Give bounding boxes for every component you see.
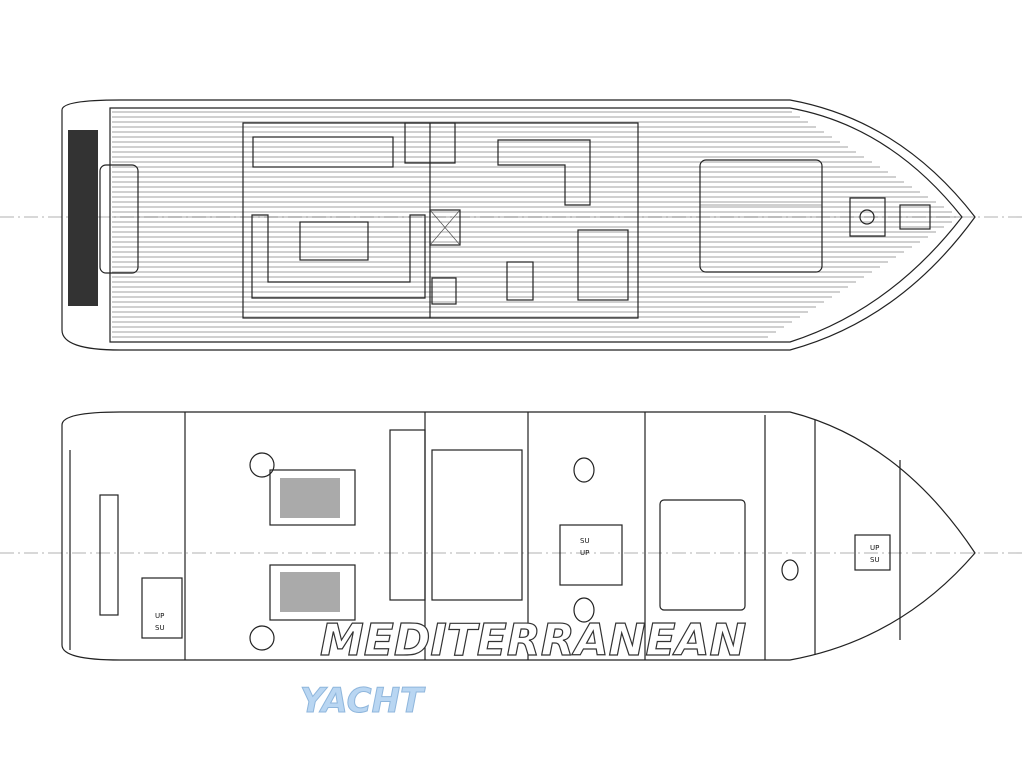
lower-deck-plan: UP SU SU UP UP SU xyxy=(61,411,976,661)
forward-stairs xyxy=(854,534,891,571)
upper-deck-edge xyxy=(109,107,963,343)
stern-grille xyxy=(68,130,98,306)
stair-label-up-1: UP xyxy=(155,612,164,620)
generator-starboard xyxy=(249,625,275,651)
upper-hull-outline xyxy=(61,99,976,351)
stair-label-su-2: SU xyxy=(580,537,590,545)
companion-stairs xyxy=(559,524,623,586)
cabinet xyxy=(429,209,461,246)
salon-table xyxy=(299,221,369,261)
toilet-starboard xyxy=(573,597,595,623)
stairs-down xyxy=(577,229,629,301)
watermark-logo: MEDITERRANEAN YACHT xyxy=(300,614,747,721)
toilet-port xyxy=(573,457,595,483)
stair-label-su-1: SU xyxy=(155,624,165,632)
watermark-line1: MEDITERRANEAN xyxy=(320,615,746,666)
stair-label-su-3: SU xyxy=(870,556,880,564)
stair-label-up-2: UP xyxy=(580,549,589,557)
helm-seat xyxy=(497,139,591,206)
windlass xyxy=(899,204,931,230)
engine-starboard xyxy=(269,564,356,621)
sofa-aft xyxy=(252,136,394,168)
upper-deck-plan xyxy=(61,99,976,351)
master-bed xyxy=(659,499,746,611)
cooktop xyxy=(431,277,457,305)
engine-port xyxy=(269,469,356,526)
watermark-line2: YACHT xyxy=(300,681,426,721)
stern-seat xyxy=(99,164,139,274)
crew-stairs xyxy=(141,577,183,639)
lower-hull-outline xyxy=(61,411,976,661)
tank-column xyxy=(389,429,426,601)
generator-port xyxy=(249,452,275,478)
bulkheads xyxy=(184,412,901,660)
anchor-hatch xyxy=(849,197,886,237)
u-sofa xyxy=(251,214,426,299)
sink xyxy=(506,261,534,301)
twin-beds xyxy=(431,449,523,601)
stair-label-up-3: UP xyxy=(870,544,879,552)
sunpad xyxy=(699,159,823,273)
tender-sofa xyxy=(99,494,119,616)
teak-planking-upper xyxy=(112,111,960,338)
stairs-aft xyxy=(404,122,456,164)
toilet-forward xyxy=(781,559,799,581)
